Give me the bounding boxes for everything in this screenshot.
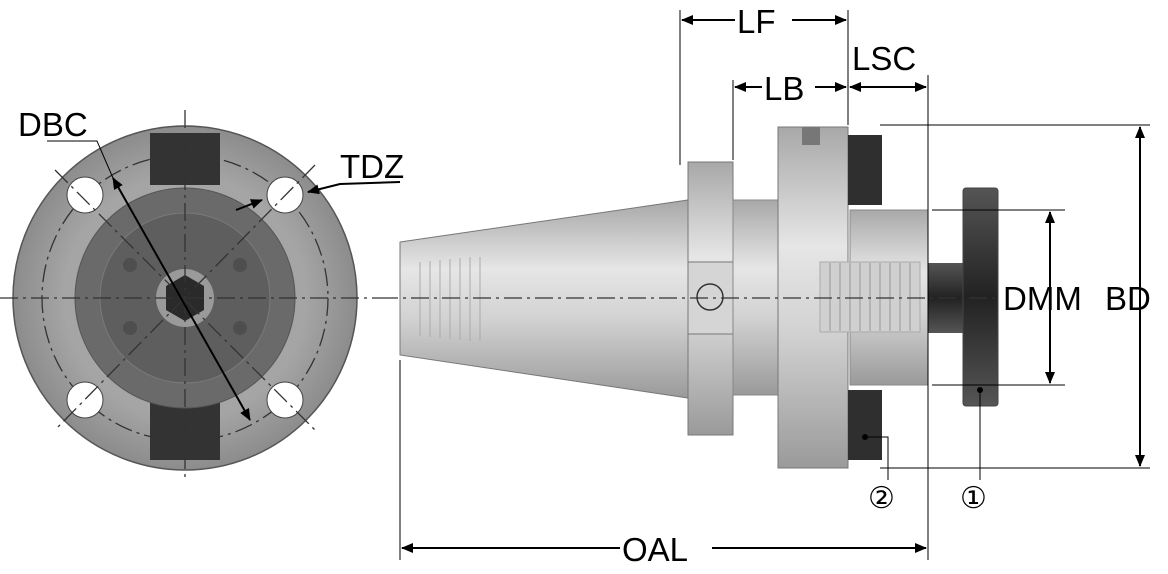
cutter-body bbox=[962, 187, 999, 407]
lf-label: LF bbox=[737, 3, 776, 40]
item-1-balloon: ① bbox=[960, 482, 987, 515]
tdz-label: TDZ bbox=[340, 148, 404, 185]
tdz-leader bbox=[307, 181, 401, 195]
bd-label: BD bbox=[1105, 280, 1151, 317]
drive-key-2-top bbox=[848, 135, 882, 205]
dbc-label: DBC bbox=[18, 106, 88, 143]
item-2-balloon: ② bbox=[868, 482, 895, 515]
taper-shank bbox=[399, 199, 689, 399]
drive-key-2-bottom bbox=[848, 390, 882, 460]
front-view: DBC TDZ bbox=[0, 106, 404, 480]
oal-label: OAL bbox=[622, 531, 688, 568]
lsc-label: LSC bbox=[852, 40, 916, 77]
lb-label: LB bbox=[764, 70, 804, 107]
side-view: LF LB LSC OAL DMM BD ② ① bbox=[380, 3, 1151, 568]
dbc-dimension bbox=[112, 177, 251, 421]
dmm-label: DMM bbox=[1003, 280, 1082, 317]
